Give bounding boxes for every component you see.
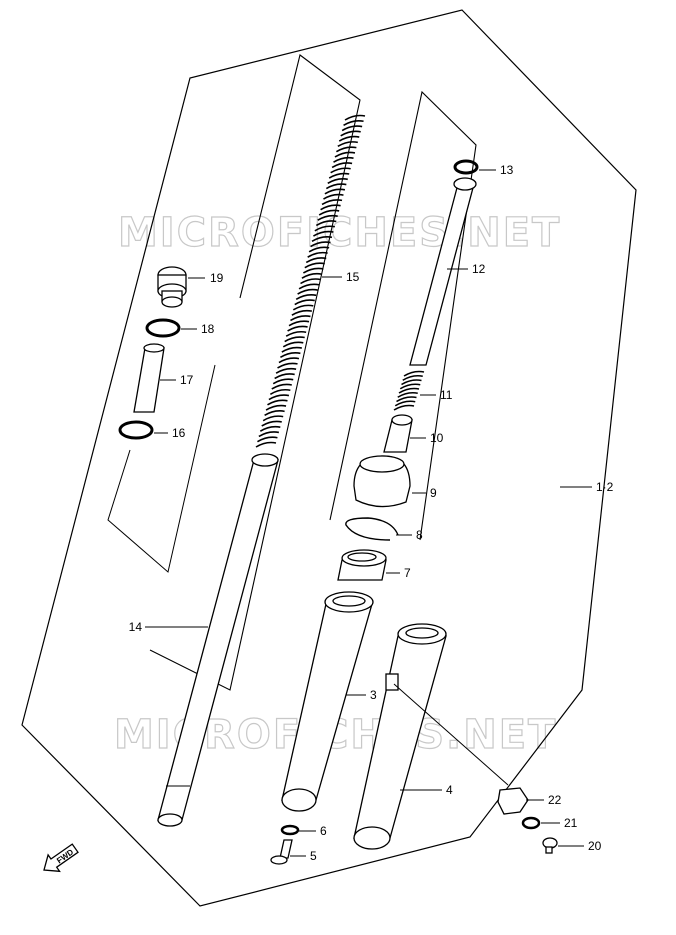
- part-oil-lock-piece: [383, 414, 426, 453]
- part-ring-13: [453, 159, 496, 175]
- callout-8: 8: [416, 528, 423, 542]
- part-spacer: [133, 343, 176, 413]
- small-frame: [107, 364, 216, 573]
- part-washer-16: [118, 420, 168, 440]
- callout-19: 19: [210, 271, 224, 285]
- label-assembly: 1·2: [596, 480, 614, 494]
- part-screw-20: [542, 837, 584, 854]
- part-outer-tube-right: [353, 623, 447, 850]
- callout-7: 7: [404, 566, 411, 580]
- callout-5: 5: [310, 849, 317, 863]
- part-rebound-spring: [393, 370, 436, 411]
- part-damper-rod: [409, 177, 477, 366]
- callout-21: 21: [564, 816, 578, 830]
- part-dust-seal: [353, 455, 426, 508]
- callout-6: 6: [320, 824, 327, 838]
- callout-11: 11: [440, 388, 453, 402]
- callout-9: 9: [430, 486, 437, 500]
- part-fork-spring: [255, 114, 366, 448]
- part-oil-seal: [337, 549, 400, 581]
- callout-13: 13: [500, 163, 514, 177]
- callout-3: 3: [370, 688, 377, 702]
- watermark-top: MICROFICHES.NET: [118, 210, 561, 256]
- callout-10: 10: [430, 431, 444, 445]
- part-inner-tube: [145, 453, 279, 827]
- callout-4: 4: [446, 783, 453, 797]
- part-clamp: [497, 787, 544, 815]
- inner-frame-right: [329, 90, 477, 541]
- part-stopper-ring: [345, 517, 412, 541]
- part-gasket-6: [280, 824, 316, 836]
- callout-20: 20: [588, 839, 602, 853]
- callout-15: 15: [346, 270, 360, 284]
- part-o-ring-18: [145, 318, 197, 338]
- assembly-frame: [21, 9, 637, 907]
- callout-18: 18: [201, 322, 215, 336]
- callout-17: 17: [180, 373, 194, 387]
- callout-16: 16: [172, 426, 186, 440]
- part-outer-tube-left: [281, 591, 374, 812]
- part-bolt-5: [270, 839, 306, 865]
- fwd-arrow-icon: FWD: [43, 843, 79, 873]
- callout-22: 22: [548, 793, 562, 807]
- callout-14: 14: [129, 620, 143, 634]
- part-washer-21: [521, 816, 560, 830]
- leader-clamp: [393, 683, 509, 786]
- callout-12: 12: [472, 262, 486, 276]
- part-cap-bolt: [157, 266, 205, 308]
